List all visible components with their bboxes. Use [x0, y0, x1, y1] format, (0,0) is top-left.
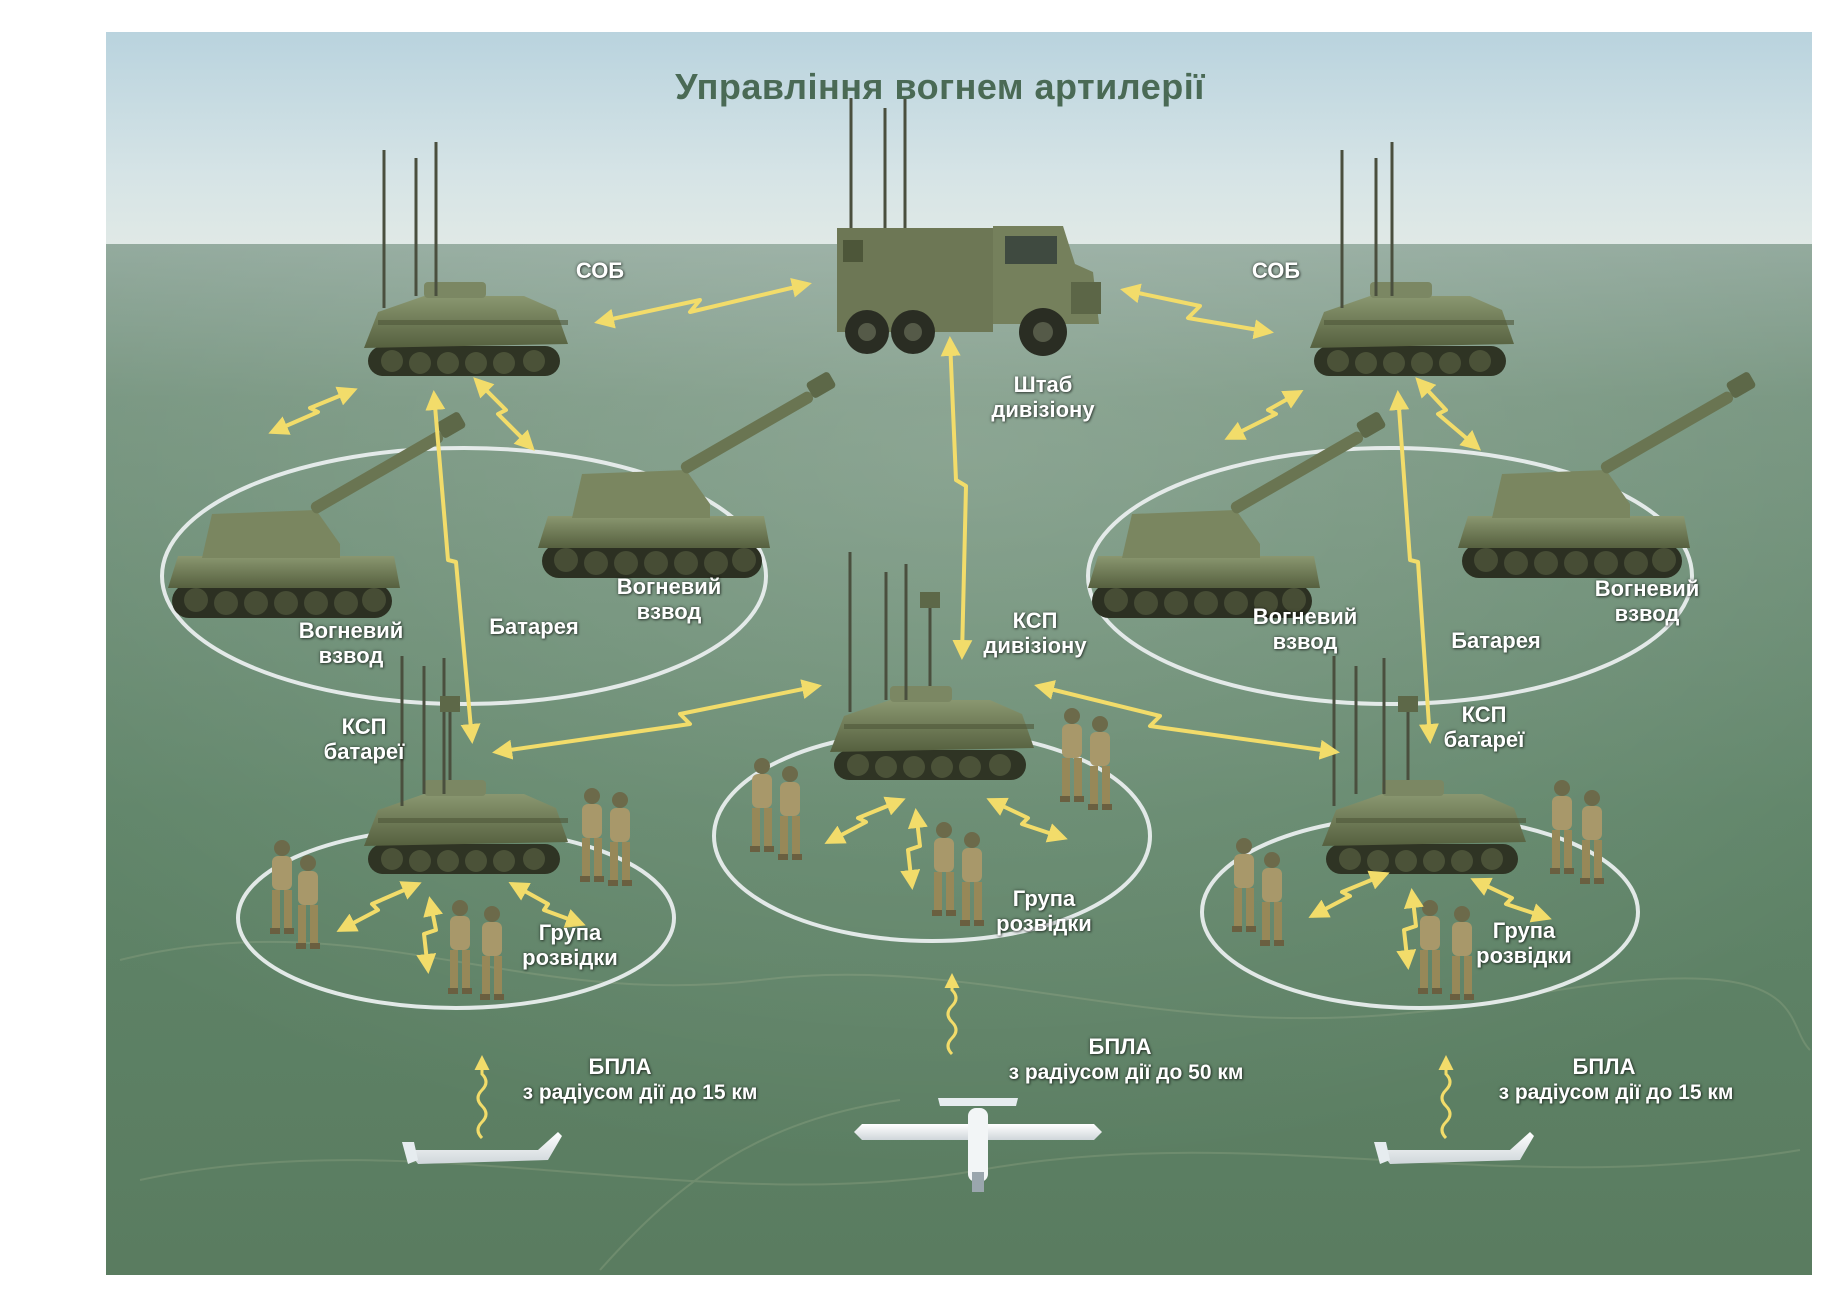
link-uav-right — [1438, 1055, 1454, 1140]
hq-truck — [837, 98, 1101, 356]
sob-left-vehicle — [364, 142, 568, 376]
uav-right — [1374, 1132, 1534, 1164]
link-hq-sob-right — [1120, 283, 1274, 340]
label-ksp-battery-right: КСП батареї — [1443, 702, 1525, 752]
label-ksp-division: КСП дивізіону — [983, 608, 1087, 658]
label-fire-platoon-right-1: Вогневий взвод — [1252, 604, 1358, 654]
label-uav-center: БПЛА — [1088, 1034, 1152, 1059]
link-recon-right-2 — [1470, 877, 1552, 923]
label-uav-right: БПЛА — [1572, 1054, 1636, 1079]
link-recon-center-1 — [824, 796, 906, 844]
label-fire-platoon-left-2: Вогневий взвод — [616, 574, 722, 624]
link-recon-left-2 — [508, 882, 586, 928]
label-recon-left: Група розвідки — [522, 920, 618, 970]
label-hq: Штаб дивізіону — [991, 372, 1095, 422]
link-sob-left-howitzer-1 — [268, 386, 358, 435]
link-hq-sob-left — [594, 277, 812, 329]
label-uav-left: БПЛА — [588, 1054, 652, 1079]
uav-links — [474, 973, 1454, 1140]
sob-right-vehicle — [1310, 142, 1514, 376]
link-recon-left-1 — [336, 881, 422, 932]
link-uav-center — [944, 973, 960, 1056]
link-hq-ksp-div — [940, 336, 973, 660]
link-recon-right-1 — [1308, 870, 1390, 918]
label-battery-left: Батарея — [489, 614, 579, 639]
page-title: Управління вогнем артилерії — [675, 66, 1205, 107]
label-recon-center: Група розвідки — [996, 886, 1092, 936]
label-recon-right: Група розвідки — [1476, 918, 1572, 968]
link-recon-center-3 — [900, 808, 928, 890]
link-sob-left-howitzer-2 — [473, 377, 535, 451]
uav-left — [402, 1132, 562, 1164]
comm-links — [268, 277, 1552, 974]
link-sob-right-ksp-bat — [1389, 390, 1439, 744]
link-recon-center-2 — [986, 797, 1068, 843]
label-battery-right: Батарея — [1451, 628, 1541, 653]
label-ksp-battery-left: КСП батареї — [323, 714, 405, 764]
label-fire-platoon-right-2: Вогневий взвод — [1594, 576, 1700, 626]
link-recon-right-3 — [1396, 888, 1424, 970]
label-uav-left-range: з радіусом дії до 15 км — [522, 1081, 758, 1104]
label-fire-platoon-left-1: Вогневий взвод — [298, 618, 404, 668]
ksp-division-vehicle — [830, 552, 1034, 780]
link-sob-right-howitzer-1 — [1224, 390, 1304, 440]
label-uav-center-range: з радіусом дії до 50 км — [1008, 1061, 1244, 1084]
label-sob-right: СОБ — [1251, 258, 1301, 283]
label-uav-right-range: з радіусом дії до 15 км — [1498, 1081, 1734, 1104]
link-sob-left-ksp-bat — [425, 390, 481, 744]
label-sob-left: СОБ — [575, 258, 625, 283]
link-ksp-div-ksp-bat-left — [492, 679, 822, 760]
link-ksp-div-ksp-bat-right — [1034, 680, 1340, 760]
link-uav-left — [474, 1055, 490, 1140]
link-recon-left-3 — [416, 896, 443, 974]
uav-center — [854, 1098, 1102, 1192]
